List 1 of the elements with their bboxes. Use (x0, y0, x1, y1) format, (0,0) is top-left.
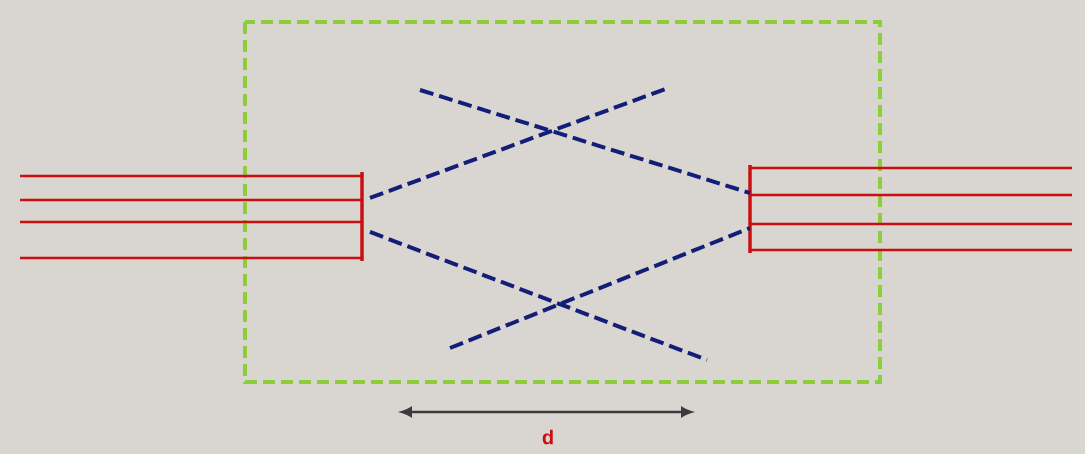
dimension-label: d (542, 429, 553, 445)
